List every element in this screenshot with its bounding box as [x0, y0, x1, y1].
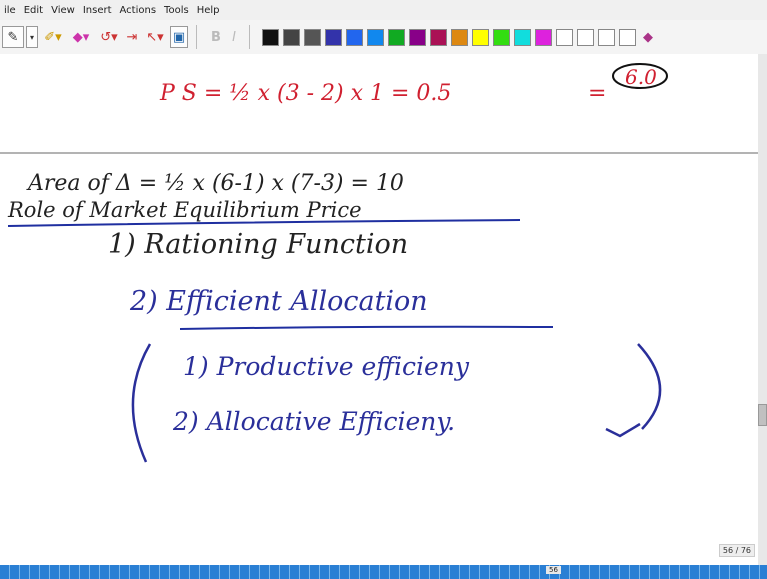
- circled-answer: 6.0: [625, 65, 657, 89]
- sub-allocative-efficiency: 2) Allocative Efficieny.: [172, 407, 455, 436]
- pen-icon: ✎: [7, 29, 19, 45]
- menu-actions[interactable]: Actions: [119, 4, 157, 16]
- lasso-button[interactable]: ↺▾: [96, 26, 122, 48]
- page-indicator: 56 / 76: [718, 544, 755, 557]
- toolbar-separator: [196, 25, 197, 49]
- menu-file[interactable]: ile: [4, 4, 16, 16]
- ps-calculation: P S = ½ x (3 - 2) x 1 = 0.5: [159, 81, 451, 106]
- toolbar: ✎ ▾ ✐▾ ◆▾ ↺▾ ⇥ ↖▾ ▣ B I ◆: [0, 20, 767, 54]
- vertical-scrollbar[interactable]: [758, 54, 767, 565]
- color-swatch[interactable]: [367, 28, 384, 46]
- color-swatch[interactable]: [451, 28, 468, 46]
- color-swatch[interactable]: [577, 28, 594, 46]
- menu-tools[interactable]: Tools: [164, 4, 189, 16]
- image-icon: ▣: [172, 29, 186, 45]
- color-swatch[interactable]: [409, 28, 426, 46]
- scrollbar-thumb[interactable]: [758, 404, 767, 426]
- left-bracket: [131, 343, 152, 463]
- chevron-down-icon: ▾: [29, 32, 34, 42]
- color-swatch[interactable]: [346, 28, 363, 46]
- menu-view[interactable]: View: [51, 4, 75, 16]
- lasso-icon: ↺▾: [100, 29, 118, 45]
- color-swatch[interactable]: [556, 28, 573, 46]
- equals-sign: =: [588, 81, 606, 106]
- eraser-icon: ◆▾: [72, 29, 90, 45]
- color-swatch[interactable]: [514, 28, 531, 46]
- pen-dropdown[interactable]: ▾: [26, 26, 38, 48]
- heading-underline: [7, 219, 521, 227]
- highlighter-button[interactable]: ✐▾: [40, 26, 66, 48]
- menu-edit[interactable]: Edit: [23, 4, 44, 16]
- eraser-button[interactable]: ◆▾: [68, 26, 94, 48]
- pointer-icon: ↖▾: [146, 29, 164, 45]
- page-navigator-bar[interactable]: [0, 565, 767, 579]
- page-number-label: 56: [546, 566, 561, 574]
- check-mark: [605, 422, 641, 438]
- color-swatch[interactable]: [283, 28, 300, 46]
- italic-button[interactable]: I: [232, 29, 236, 45]
- item-rationing-function: 1) Rationing Function: [108, 229, 408, 260]
- pointer-button[interactable]: ↖▾: [142, 26, 168, 48]
- pen-tool-button[interactable]: ✎: [2, 26, 24, 48]
- more-colors-button[interactable]: ◆: [638, 26, 658, 48]
- image-button[interactable]: ▣: [170, 26, 188, 48]
- heading-market-equilibrium: Role of Market Equilibrium Price: [7, 198, 362, 222]
- color-swatch[interactable]: [619, 28, 636, 46]
- color-swatch[interactable]: [535, 28, 552, 46]
- highlighter-icon: ✐▾: [44, 29, 62, 45]
- color-swatch[interactable]: [430, 28, 447, 46]
- bold-button[interactable]: B: [211, 29, 221, 45]
- toolbar-separator: [249, 25, 250, 49]
- menu-bar: ile Edit View Insert Actions Tools Help: [0, 0, 767, 20]
- color-swatch[interactable]: [388, 28, 405, 46]
- color-palette: [258, 28, 636, 46]
- color-swatch[interactable]: [493, 28, 510, 46]
- color-swatch[interactable]: [325, 28, 342, 46]
- item-efficient-allocation: 2) Efficient Allocation: [129, 286, 428, 317]
- color-swatch[interactable]: [472, 28, 489, 46]
- menu-insert[interactable]: Insert: [82, 4, 112, 16]
- insert-space-button[interactable]: ⇥: [124, 26, 140, 48]
- right-bracket: [637, 343, 662, 430]
- ink-canvas[interactable]: P S = ½ x (3 - 2) x 1 = 0.5 = 6.0 Area o…: [0, 54, 758, 565]
- color-swatch[interactable]: [262, 28, 279, 46]
- insert-space-icon: ⇥: [126, 29, 138, 45]
- menu-help[interactable]: Help: [196, 4, 220, 16]
- answer-circle: [612, 63, 668, 89]
- allocation-underline: [179, 325, 554, 330]
- color-swatch[interactable]: [598, 28, 615, 46]
- color-swatch[interactable]: [304, 28, 321, 46]
- area-calculation: Area of Δ = ½ x (6-1) x (7-3) = 10: [26, 171, 404, 196]
- sub-productive-efficiency: 1) Productive efficieny: [183, 352, 470, 381]
- palette-icon: ◆: [643, 29, 653, 45]
